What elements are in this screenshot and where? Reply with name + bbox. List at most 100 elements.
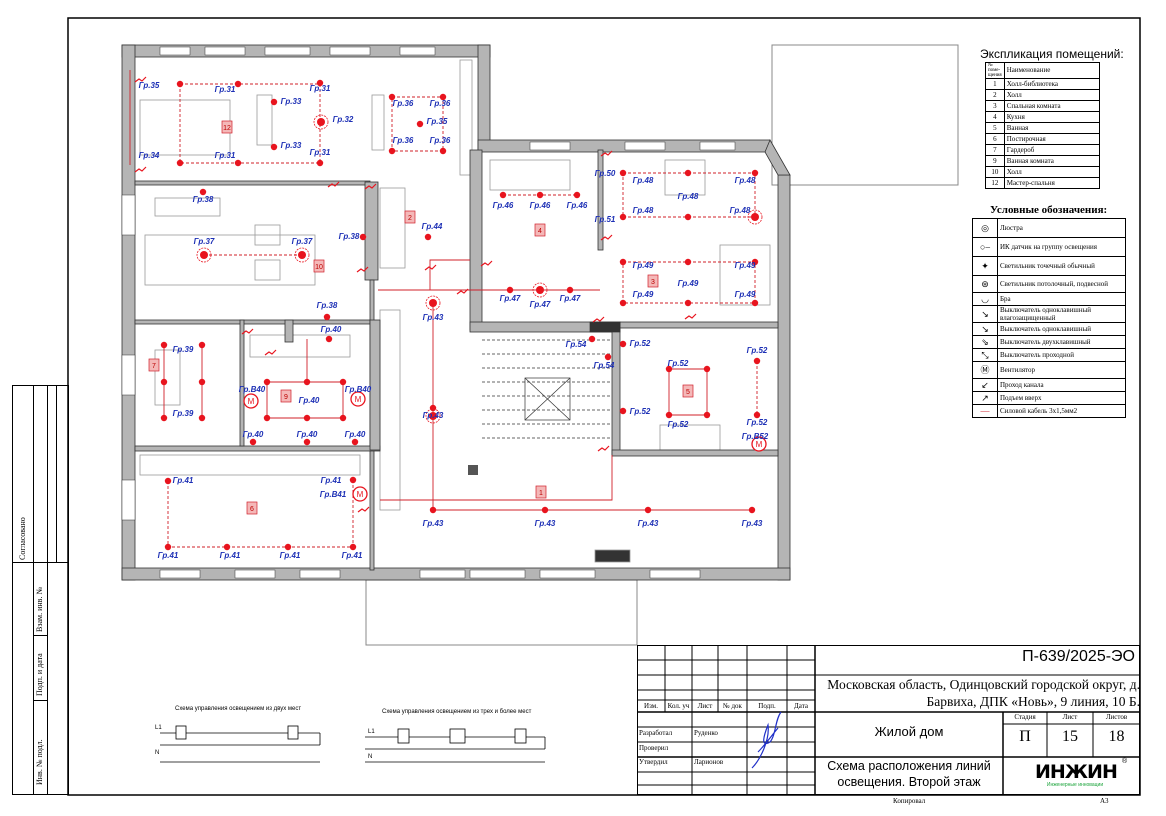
group-label: Гр.49: [735, 290, 756, 299]
room-name: Постирочная: [1003, 133, 1101, 145]
room-number-tag: 1: [535, 485, 547, 499]
fan-icon: M: [350, 391, 366, 407]
spot-light-icon: [234, 159, 242, 167]
spot-light-icon: [748, 506, 756, 514]
svg-text:9: 9: [284, 394, 288, 401]
spot-light-icon: [249, 438, 257, 446]
wall: [134, 180, 371, 186]
chandelier-icon: [532, 282, 548, 298]
furniture-item: [139, 454, 361, 476]
role-checked: Проверил: [639, 744, 669, 752]
wall: [469, 149, 483, 331]
legend-label: Выключатель одноклавишный влагозащищенны…: [997, 305, 1126, 323]
stage-header: Стадия: [1014, 713, 1036, 721]
stamp-divider: [12, 562, 69, 563]
group-label: Гр.48: [633, 176, 654, 185]
legend-row: ↙Проход канала: [972, 378, 1126, 392]
room-name: Спальная комната: [1003, 100, 1101, 112]
group-label: Гр.48: [735, 176, 756, 185]
group-label: Гр.43: [535, 519, 556, 528]
spot-light-icon: [325, 335, 333, 343]
room-number-tag: 12: [221, 120, 233, 134]
svg-text:3: 3: [651, 279, 655, 286]
spot-light-icon: [753, 411, 761, 419]
spot-light-icon: [619, 340, 627, 348]
switch-double-icon: ⇘: [972, 335, 998, 349]
spot-light-icon: [223, 543, 231, 551]
group-label: Гр.В52: [742, 432, 769, 441]
svg-text:6: 6: [250, 506, 254, 513]
group-label: Гр.46: [567, 201, 588, 210]
group-label: Гр.41: [173, 476, 194, 485]
switch-single-sealed-icon: ↘: [972, 305, 998, 323]
legend-row: ◡Бра: [972, 292, 1126, 306]
window: [699, 141, 736, 151]
drawing-title: Схема расположения линий освещения. Втор…: [827, 759, 991, 789]
group-label: Гр.41: [280, 551, 301, 560]
switch-single-icon: ↘: [972, 322, 998, 336]
group-label: Гр.43: [742, 519, 763, 528]
spot-light-icon: [164, 477, 172, 485]
wall: [284, 319, 294, 343]
stamp-divider: [33, 635, 47, 636]
room-name: Холл: [1003, 166, 1101, 178]
svg-text:4: 4: [538, 228, 542, 235]
fan-icon: Ⓜ: [972, 361, 998, 379]
window: [469, 569, 526, 579]
spot-light-icon: [284, 543, 292, 551]
window: [399, 46, 436, 56]
room-name: Кухня: [1003, 111, 1101, 123]
stamp-divider: [33, 700, 47, 701]
group-label: Гр.52: [630, 339, 651, 348]
switch-icon: [592, 316, 605, 323]
spot-light-icon: [429, 404, 437, 412]
room-number-tag: 10: [313, 259, 325, 273]
group-label: Гр.49: [735, 261, 756, 270]
switch-icon: [357, 506, 370, 513]
chandelier-icon: [196, 247, 212, 263]
legend-label: Светильник потолочный, подвесной: [997, 275, 1126, 293]
object-name: Жилой дом: [874, 724, 944, 739]
window: [329, 46, 371, 56]
group-label: Гр.54: [594, 361, 615, 370]
legend-title: Условные обозначения:: [990, 204, 1108, 216]
title-block-header: Изм.: [644, 702, 658, 710]
spot-light-icon: [263, 414, 271, 422]
window: [264, 46, 311, 56]
group-label: Гр.41: [342, 551, 363, 560]
group-label: Гр.40: [299, 396, 320, 405]
window: [121, 479, 136, 521]
title-block-header: Подп.: [758, 702, 776, 710]
svg-text:M: M: [248, 397, 255, 406]
legend-label: Выключатель проходной: [997, 348, 1126, 362]
scheme1-l1-label: L1: [155, 725, 162, 731]
stamp-inv-orig: Инв. № подл.: [35, 739, 44, 785]
wall: [134, 319, 371, 325]
scheme2-l1-label: L1: [368, 729, 375, 735]
group-label: Гр.48: [633, 206, 654, 215]
window: [649, 569, 701, 579]
group-label: Гр.49: [678, 279, 699, 288]
window: [299, 569, 341, 579]
spot-light-icon: [316, 159, 324, 167]
spot-light-icon: [588, 335, 596, 343]
room-number-tag: 7: [148, 358, 160, 372]
stamp-divider: [33, 385, 34, 795]
group-label: Гр.В40: [239, 385, 266, 394]
window: [624, 141, 666, 151]
switch-passthrough-icon: ⤡: [972, 348, 998, 362]
group-label: Гр.В41: [320, 490, 347, 499]
logo-subtitle: Инженерные инновации: [1046, 782, 1104, 788]
stair-well: [524, 377, 571, 421]
spot-light-icon: [684, 169, 692, 177]
room-no: 6: [985, 133, 1005, 145]
group-label: Гр.35: [427, 117, 448, 126]
furniture-item: [371, 94, 385, 151]
walls: [121, 44, 791, 581]
spot-light-icon: [351, 438, 359, 446]
group-label: Гр.41: [220, 551, 241, 560]
